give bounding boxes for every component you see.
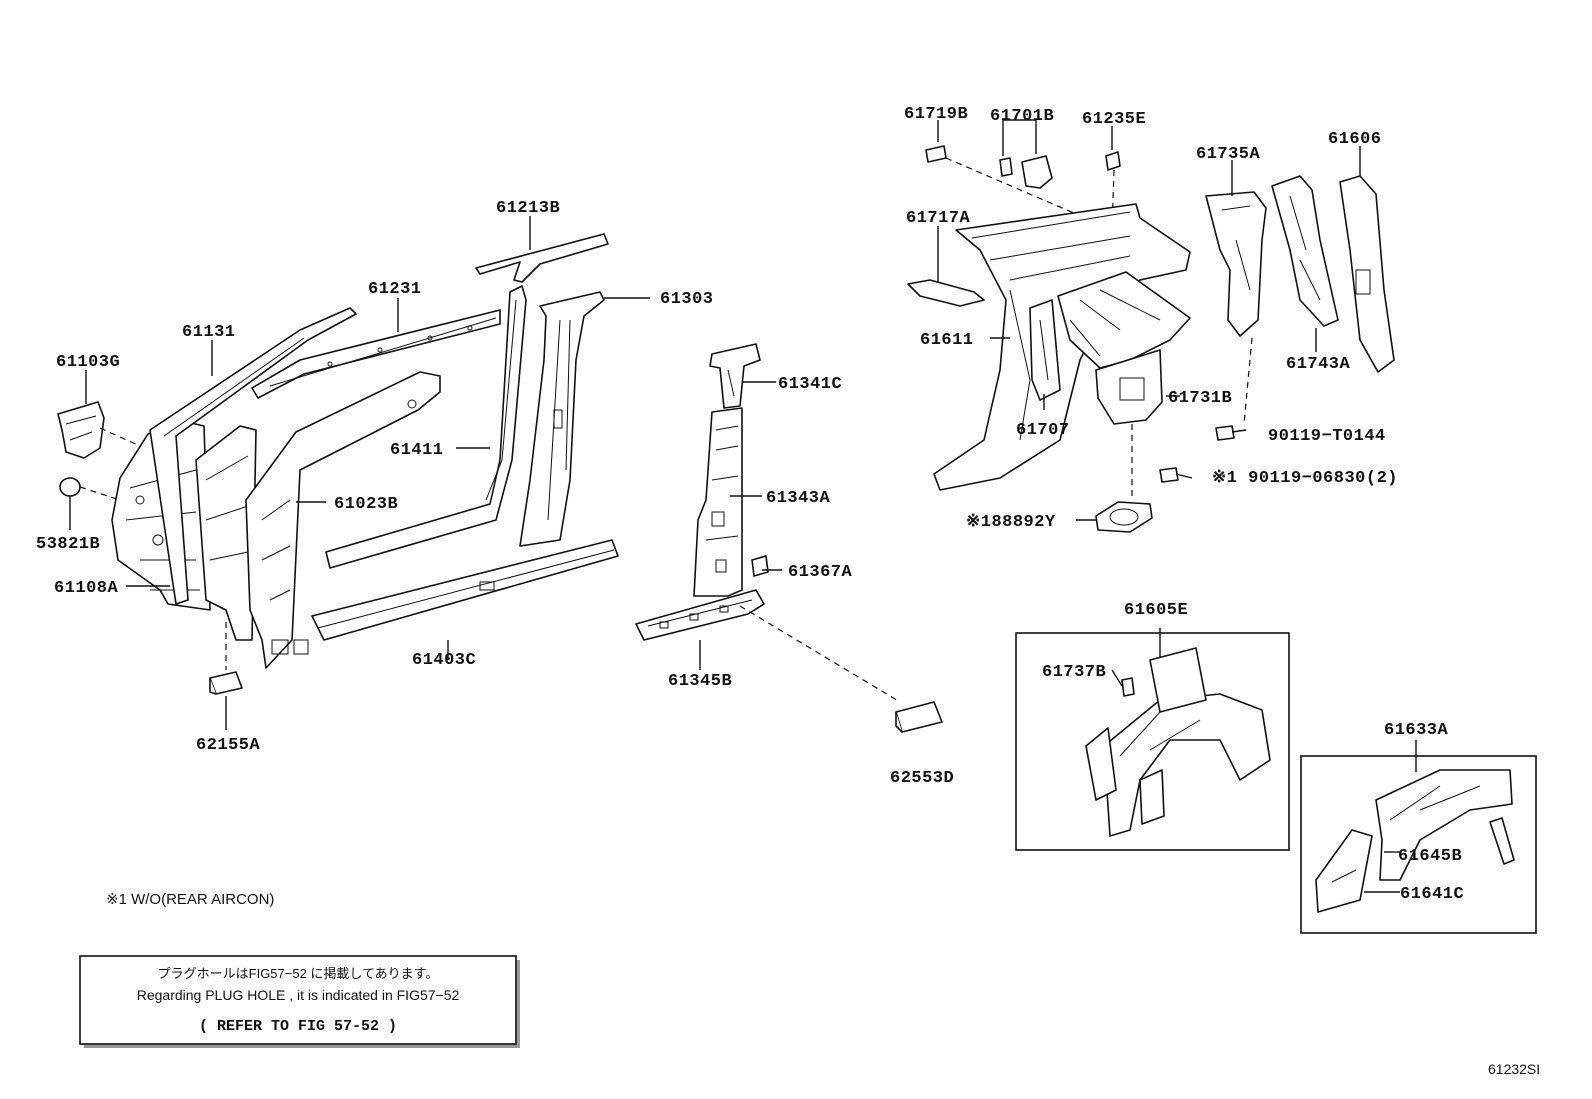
front-pillar-group: [57, 233, 619, 695]
label-61641C[interactable]: 61641C: [1400, 885, 1464, 904]
label-188892Y[interactable]: ※188892Y: [966, 513, 1056, 532]
bolt-90119-T0144: [1215, 425, 1235, 441]
part-61235E-shape: [1105, 151, 1121, 171]
part-61345B-shape: [635, 589, 765, 641]
part-62553D-shape: [895, 701, 943, 733]
notice-refer-link[interactable]: ( REFER TO FIG 57-52 ): [199, 1018, 397, 1035]
label-61605E[interactable]: 61605E: [1124, 601, 1188, 620]
label-90119-T0144[interactable]: 90119−T0144: [1268, 427, 1386, 446]
label-61743A[interactable]: 61743A: [1286, 355, 1351, 374]
label-61717A[interactable]: 61717A: [906, 209, 971, 228]
label-62553D[interactable]: 62553D: [890, 769, 954, 788]
part-62155A-shape: [209, 671, 243, 695]
label-61235E[interactable]: 61235E: [1082, 110, 1146, 129]
figure-id: 61232SI: [1488, 1061, 1540, 1077]
label-61231[interactable]: 61231: [368, 280, 422, 299]
part-61731B-shape: [1057, 271, 1191, 369]
label-61719B[interactable]: 61719B: [904, 105, 968, 124]
label-61341C[interactable]: 61341C: [778, 375, 842, 394]
label-61343A[interactable]: 61343A: [766, 489, 831, 508]
part-61341C-shape: [709, 343, 761, 409]
wheelhouse-outer-group: [1315, 769, 1515, 913]
notice-box: プラグホールはFIG57−52 に掲載してあります。 Regarding PLU…: [79, 955, 520, 1048]
center-pillar-group: [635, 343, 943, 733]
notice-line-jp: プラグホールはFIG57−52 に掲載してあります。: [158, 966, 439, 981]
part-61023B-lower: [245, 371, 441, 669]
part-61023B-shape: [195, 425, 257, 641]
box-61633A: [1300, 755, 1537, 934]
part-labels: 61103G 61131 61231 61213B 61303 61411 61…: [36, 105, 1464, 904]
part-61641C-shape: [1315, 829, 1373, 913]
leader-lines: [85, 119, 1417, 893]
label-61731B[interactable]: 61731B: [1168, 389, 1232, 408]
label-61645B[interactable]: 61645B: [1398, 847, 1462, 866]
label-61411[interactable]: 61411: [390, 441, 444, 460]
part-61645B-shape: [1489, 817, 1515, 865]
label-61108A[interactable]: 61108A: [54, 579, 119, 598]
label-61367A[interactable]: 61367A: [788, 563, 853, 582]
part-61343A-shape: [693, 407, 743, 597]
label-61701B[interactable]: 61701B: [990, 107, 1054, 126]
notice-line-en: Regarding PLUG HOLE , it is indicated in…: [137, 987, 460, 1003]
part-61717A-shape: [907, 279, 985, 307]
part-61213B-shape: [475, 233, 609, 283]
part-61606-shape: [1339, 175, 1395, 373]
part-61735A-shape: [1205, 191, 1267, 337]
label-61633A[interactable]: 61633A: [1384, 721, 1449, 740]
part-188892Y-shape: [1095, 501, 1153, 533]
label-61303[interactable]: 61303: [660, 290, 714, 309]
bolt-90119-06830: [1159, 467, 1179, 483]
box-61605E: [1015, 632, 1290, 851]
part-61719B-shape: [925, 145, 947, 163]
part-61367A-shape: [751, 555, 769, 577]
rear-quarter-group: [907, 145, 1395, 533]
label-53821B[interactable]: 53821B: [36, 535, 100, 554]
label-61606[interactable]: 61606: [1328, 130, 1382, 149]
part-61701B-shape: [1021, 155, 1053, 189]
label-61735A[interactable]: 61735A: [1196, 145, 1261, 164]
label-61131[interactable]: 61131: [182, 323, 236, 342]
label-61213B[interactable]: 61213B: [496, 199, 560, 218]
part-61131-shape: [149, 307, 357, 605]
label-62155A[interactable]: 62155A: [196, 736, 261, 755]
label-90119-06830[interactable]: ※1 90119−06830(2): [1212, 469, 1398, 488]
part-61633A-shape: [1375, 769, 1513, 881]
label-61611[interactable]: 61611: [920, 331, 974, 350]
label-61345B[interactable]: 61345B: [668, 672, 732, 691]
part-61103G-shape: [57, 401, 105, 459]
label-61737B[interactable]: 61737B: [1042, 663, 1106, 682]
label-61103G[interactable]: 61103G: [56, 353, 120, 372]
label-61023B[interactable]: 61023B: [334, 495, 398, 514]
label-61403C[interactable]: 61403C: [412, 651, 476, 670]
label-61707[interactable]: 61707: [1016, 421, 1070, 440]
part-61605E-shape: [1103, 693, 1271, 837]
part-53821B-shape: [59, 477, 81, 497]
part-61411-shape: [325, 285, 527, 569]
part-61737B-shape: [1121, 677, 1135, 697]
wheelhouse-inner-group: [1085, 647, 1271, 837]
part-61743A-shape: [1271, 175, 1339, 327]
footnote-rear-aircon: ※1 W/O(REAR AIRCON): [106, 891, 274, 908]
part-61403C-shape: [311, 539, 619, 641]
part-61707-shape: [1029, 299, 1061, 401]
